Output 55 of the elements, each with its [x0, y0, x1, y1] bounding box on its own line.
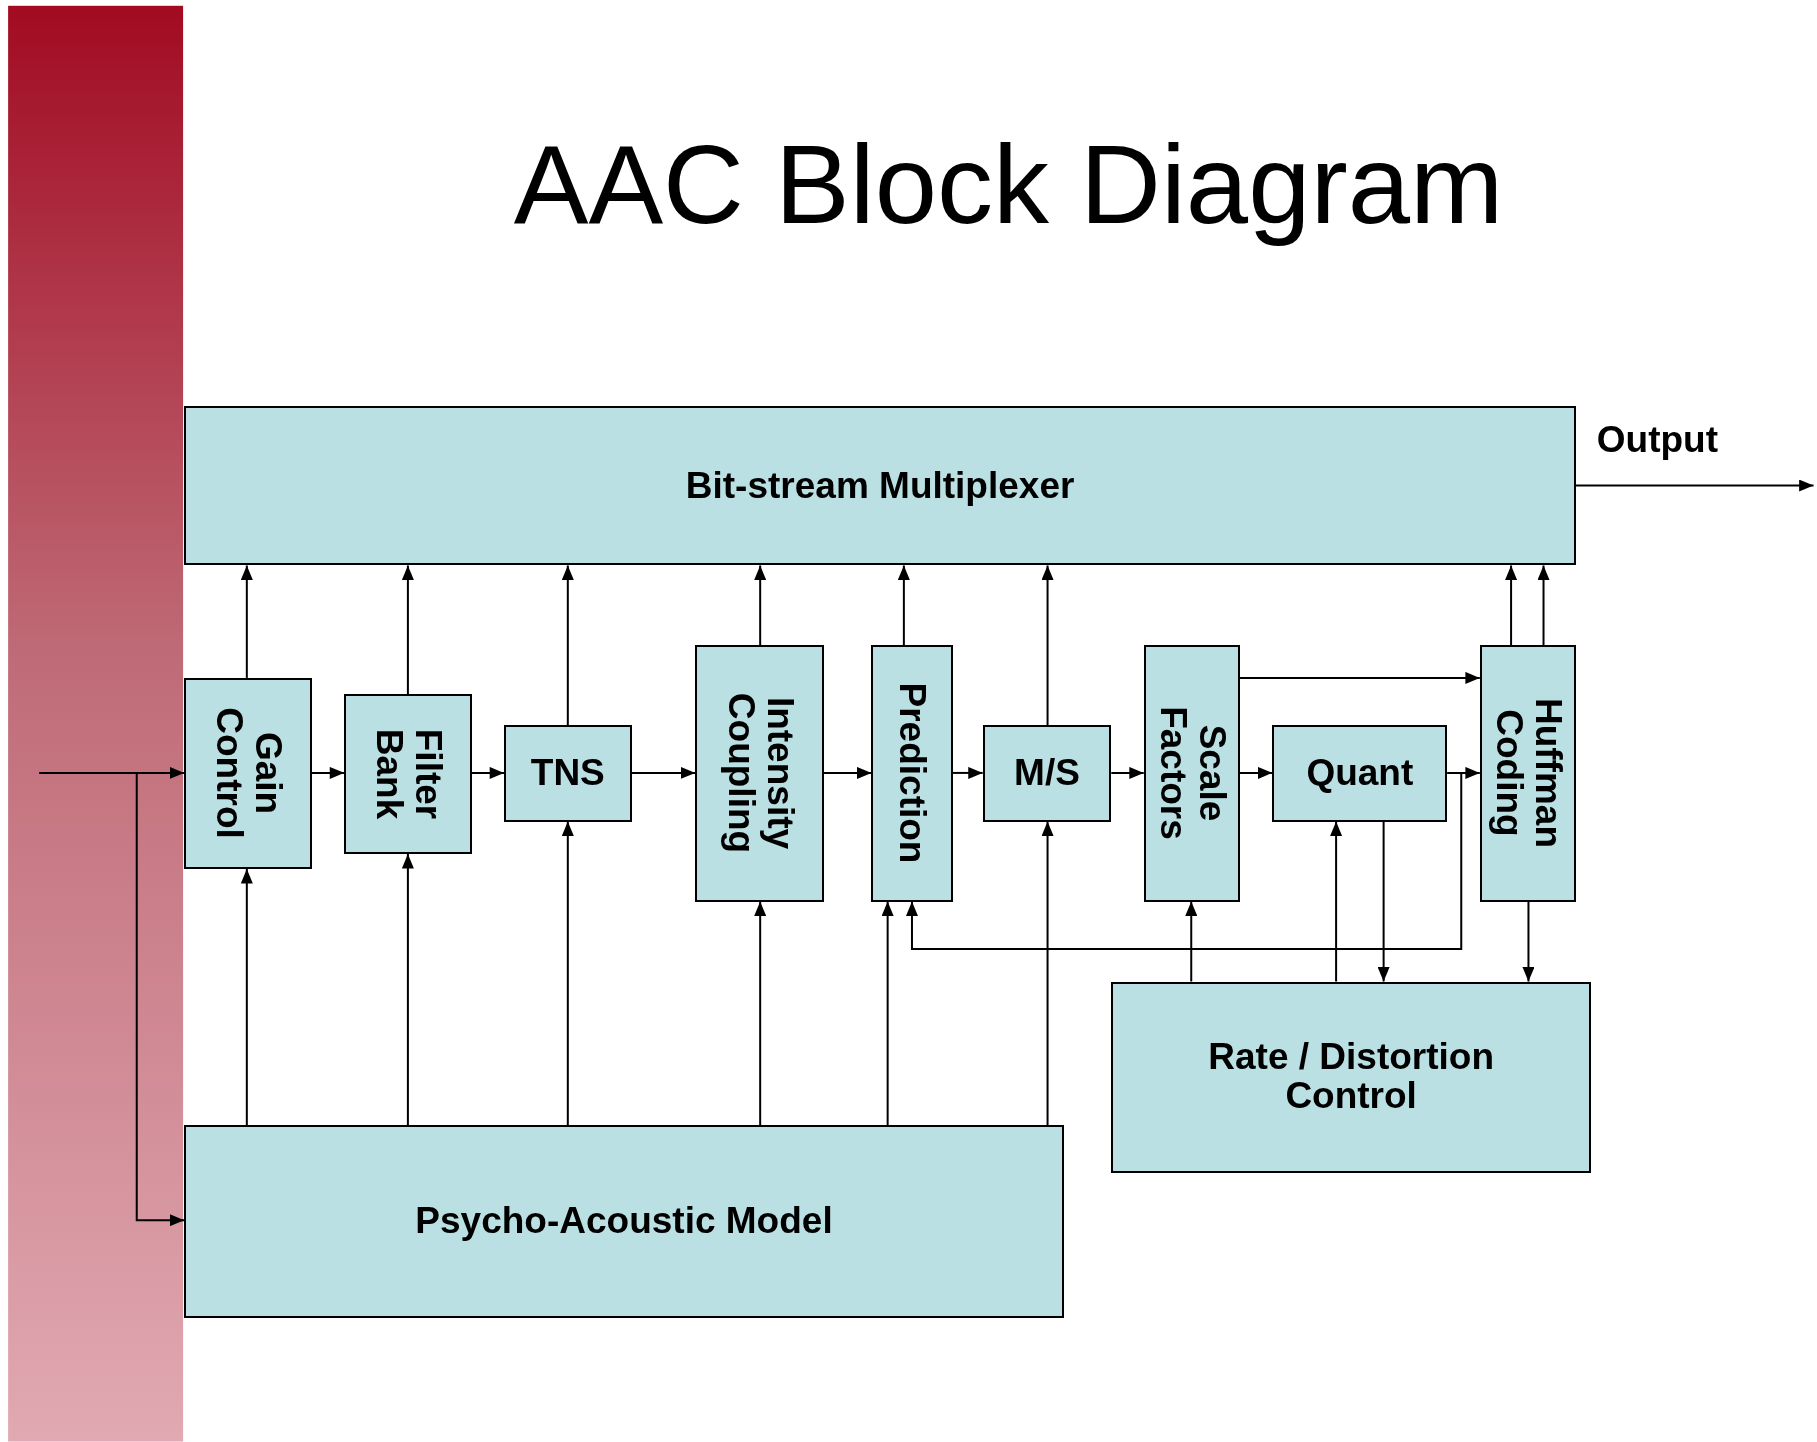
arrow	[897, 564, 910, 647]
arrow	[951, 766, 984, 779]
process-box	[504, 725, 632, 822]
arrow	[881, 900, 894, 1127]
arrow	[822, 766, 873, 779]
arrow	[1377, 820, 1390, 983]
block-label: Quant	[1305, 754, 1415, 793]
arrow	[906, 771, 1463, 951]
arrow	[38, 771, 186, 1227]
arrow	[240, 564, 253, 679]
arrow	[1330, 820, 1343, 983]
arrow	[401, 564, 414, 696]
block-label: Rate / Distortion Control	[1207, 1038, 1495, 1116]
arrow	[401, 853, 414, 1127]
block-label: Intensity Coupling	[720, 692, 799, 856]
title: AAC Block Diagram	[512, 121, 1505, 249]
arrow	[754, 564, 767, 647]
arrow	[310, 766, 346, 779]
block-label: Psycho-Acoustic Model	[414, 1201, 834, 1241]
block-label: Scale Factors	[1152, 705, 1231, 843]
process-box	[1479, 645, 1576, 902]
block-label: Bit-stream Multiplexer	[684, 466, 1076, 505]
arrow	[1185, 900, 1198, 983]
arrow	[1041, 564, 1054, 727]
process-box	[871, 645, 953, 902]
process-box	[1111, 981, 1591, 1173]
arrow	[470, 766, 506, 779]
arrow	[240, 868, 253, 1127]
process-box	[184, 1125, 1064, 1318]
block-label: Filter Bank	[369, 727, 447, 822]
arrow	[754, 900, 767, 1127]
arrow	[630, 766, 697, 779]
arrow	[1522, 900, 1535, 983]
process-box	[695, 645, 824, 902]
arrow	[1505, 564, 1518, 647]
arrow	[1238, 766, 1274, 779]
block-label: Huffman Coding	[1489, 697, 1567, 851]
edge-label: Output	[1596, 419, 1719, 462]
process-box	[184, 405, 1576, 566]
block-label: M/S	[1013, 754, 1081, 793]
arrow	[1238, 671, 1481, 684]
block-label: TNS	[529, 754, 606, 793]
block-label: Gain Control	[209, 706, 287, 842]
process-box	[1143, 645, 1240, 902]
process-box	[184, 677, 312, 870]
arrow	[561, 564, 574, 727]
process-box	[982, 725, 1112, 822]
arrow	[1110, 766, 1145, 779]
process-box	[344, 694, 472, 854]
block-label: Prediction	[892, 682, 932, 866]
process-box	[1272, 725, 1448, 822]
arrow	[561, 820, 574, 1127]
arrow	[1574, 479, 1815, 492]
arrow	[1041, 820, 1054, 1127]
arrow	[1537, 564, 1550, 647]
